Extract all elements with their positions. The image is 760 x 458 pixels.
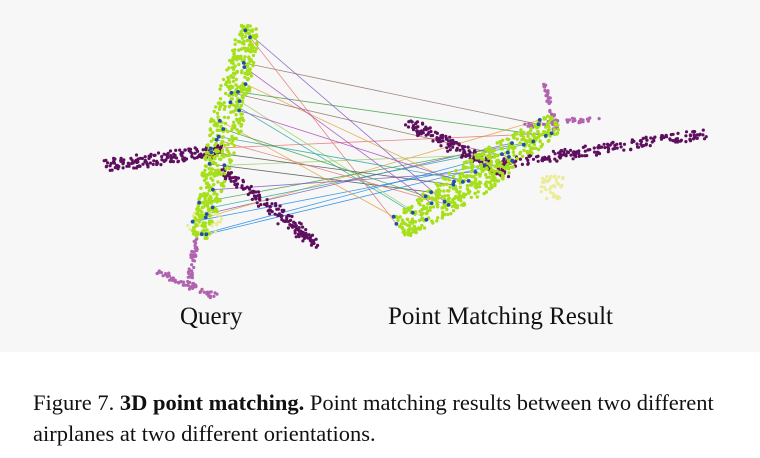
figure-caption: Figure 7. 3D point matching. Point match… <box>33 387 745 449</box>
point-cloud-visualization <box>102 23 708 300</box>
caption-title: 3D point matching. <box>119 390 305 415</box>
query-label: Query <box>180 303 243 330</box>
result-airplane-point-cloud <box>391 82 708 238</box>
figure-panel: Query Point Matching Result <box>102 23 708 330</box>
query-airplane-point-cloud <box>102 23 320 300</box>
point-matching-result-label: Point Matching Result <box>388 303 613 330</box>
match-lines <box>192 30 552 235</box>
caption-number: Figure 7. <box>33 390 115 415</box>
caption-text: Point matching results between two diffe… <box>33 390 714 446</box>
